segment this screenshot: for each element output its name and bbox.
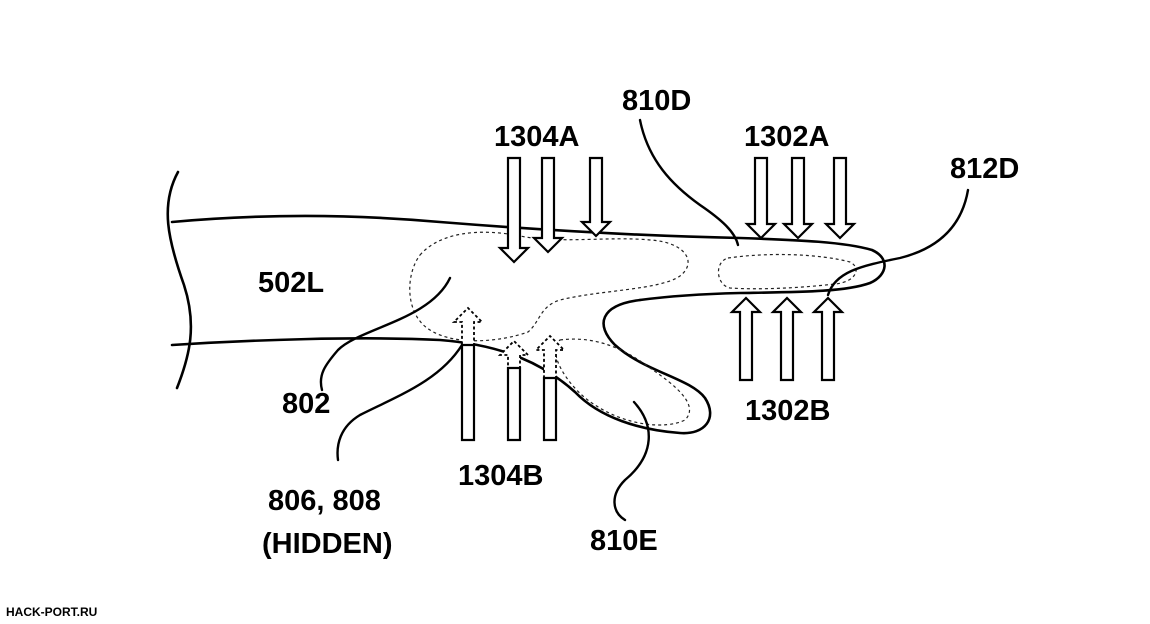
label-802: 802 (282, 388, 330, 420)
label-812D: 812D (950, 153, 1019, 185)
leader-802 (319, 276, 452, 392)
limb-top-edge (170, 214, 886, 302)
arrow-1304B-2 (506, 366, 522, 442)
arrow-1304B-2-hidden (497, 339, 531, 369)
arrow-1304B-1-hidden (451, 306, 485, 346)
limb-cut-edge (166, 170, 193, 390)
arrow-1304B-3-hidden (533, 334, 567, 379)
arrow-1304A-2 (531, 156, 565, 254)
leader-812D (826, 188, 970, 297)
label-502L: 502L (258, 267, 324, 299)
label-1302A: 1302A (744, 121, 830, 153)
element-810E-dotted-region (554, 338, 691, 426)
arrows-1302A (744, 156, 857, 240)
arrow-1302B-3 (811, 296, 845, 382)
element-810D-dotted-region (717, 253, 857, 290)
label-806-808: 806, 808 (268, 485, 381, 517)
label-810E: 810E (590, 525, 658, 557)
arrow-1302B-2 (770, 296, 804, 382)
arrow-1302A-2 (781, 156, 815, 240)
arrow-1304A-3 (579, 156, 613, 238)
leader-810E (613, 400, 650, 522)
label-hidden: (HIDDEN) (262, 528, 393, 560)
arrows-1302B (729, 296, 845, 382)
watermark: HACK-PORT.RU (6, 605, 97, 619)
arrow-1302A-3 (823, 156, 857, 240)
arrow-1302A-1 (744, 156, 778, 240)
arrow-1302B-1 (729, 296, 763, 382)
limb-lower-finger-edge (170, 298, 712, 435)
leader-806-808 (336, 343, 464, 462)
label-1302B: 1302B (745, 395, 830, 427)
arrow-1304B-1 (460, 343, 476, 442)
label-810D: 810D (622, 85, 691, 117)
leader-810D (638, 118, 740, 247)
label-1304B: 1304B (458, 460, 543, 492)
arrow-1304B-3 (542, 376, 558, 442)
arrows-1304B (451, 306, 567, 442)
arrows-1304A (497, 156, 613, 264)
arrow-1304A-1 (497, 156, 531, 264)
label-1304A: 1304A (494, 121, 580, 153)
